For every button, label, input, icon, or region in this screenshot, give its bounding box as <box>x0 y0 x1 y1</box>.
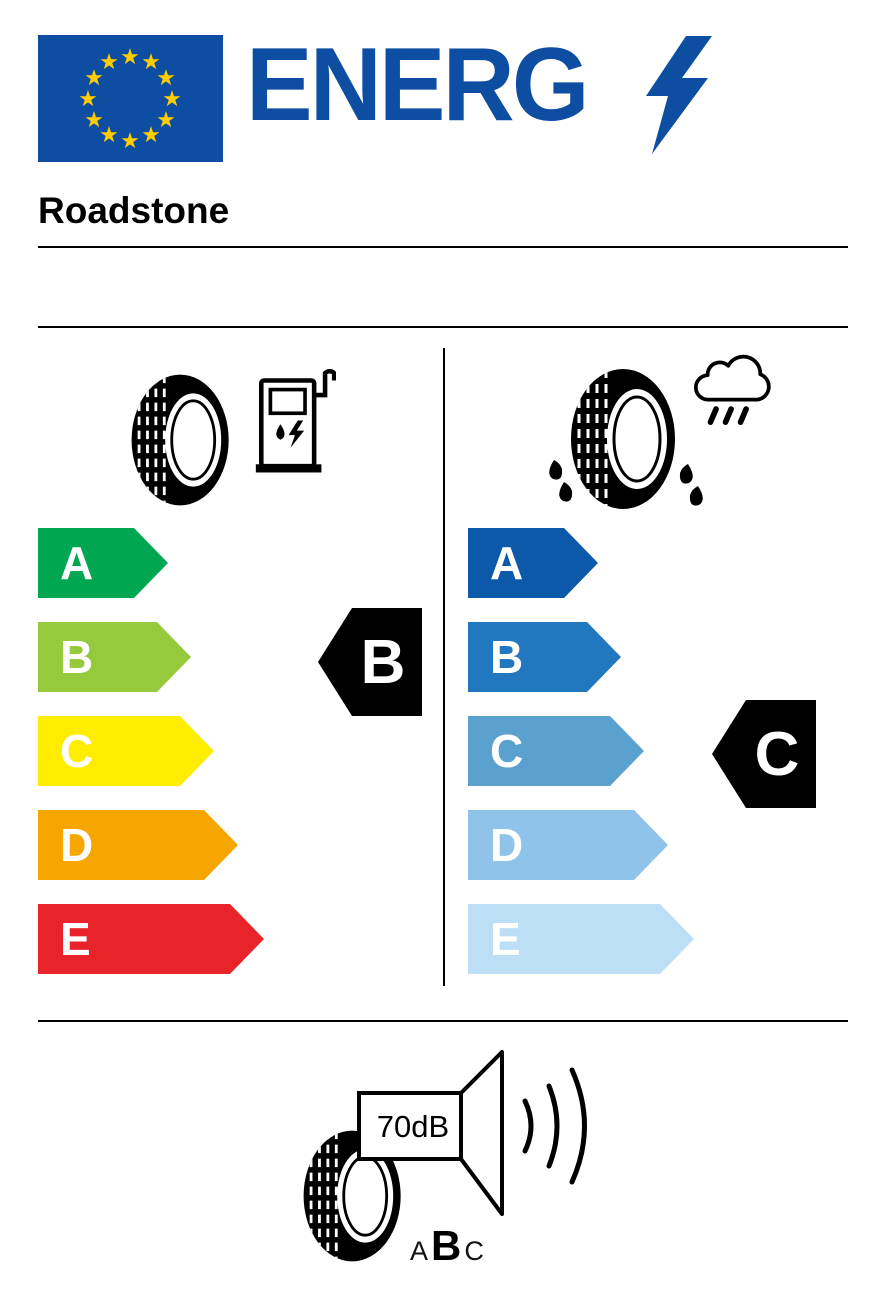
energ-logo: ENERG <box>246 27 590 143</box>
noise-tire-icon <box>303 1130 401 1262</box>
fuel-class-d: D <box>38 810 238 880</box>
fuel-class-a-label: A <box>60 537 94 589</box>
divider-bottom <box>38 1020 848 1022</box>
water-droplets <box>549 460 703 506</box>
svg-text:★: ★ <box>120 45 140 70</box>
wet-grip-scale: A B C D E <box>468 528 694 998</box>
noise-class-a: A <box>410 1236 429 1266</box>
rain-cloud-icon <box>693 354 771 426</box>
wet-class-d: D <box>468 810 668 880</box>
wet-class-d-label: D <box>490 819 524 871</box>
lightning-bolt-icon <box>646 36 712 154</box>
sound-waves-icon <box>522 1067 587 1185</box>
eu-flag-icon: ★ ★ ★ ★ ★ ★ ★ ★ ★ ★ ★ ★ <box>38 35 223 162</box>
svg-text:★: ★ <box>141 50 161 75</box>
divider-main <box>38 326 848 328</box>
divider-top <box>38 246 848 248</box>
noise-class-scale: A B C <box>410 1222 484 1270</box>
fuel-efficiency-rating-indicator: B <box>318 608 422 716</box>
wet-class-e-label: E <box>490 913 521 965</box>
svg-text:★: ★ <box>156 108 176 133</box>
noise-class-b-selected: B <box>431 1222 462 1269</box>
wet-class-b: B <box>468 622 621 692</box>
wet-class-a-label: A <box>490 537 524 589</box>
wet-class-c: C <box>468 716 644 786</box>
eu-flag-background <box>38 35 223 162</box>
fuel-class-b-label: B <box>60 631 94 683</box>
fuel-class-e-label: E <box>60 913 91 965</box>
wet-class-c-label: C <box>490 725 524 777</box>
svg-text:★: ★ <box>99 123 119 148</box>
eu-flag-stars: ★ ★ ★ ★ ★ ★ ★ ★ ★ ★ ★ ★ <box>78 45 182 154</box>
fuel-class-b: B <box>38 622 191 692</box>
svg-text:★: ★ <box>84 66 104 91</box>
wet-class-e: E <box>468 904 694 974</box>
svg-text:★: ★ <box>141 123 161 148</box>
svg-text:★: ★ <box>99 50 119 75</box>
wet-class-a: A <box>468 528 598 598</box>
svg-text:★: ★ <box>84 108 104 133</box>
svg-text:★: ★ <box>156 66 176 91</box>
column-divider <box>443 348 445 986</box>
noise-class-c: C <box>464 1236 484 1266</box>
brand-name: Roadstone <box>38 190 230 231</box>
svg-text:★: ★ <box>120 129 140 154</box>
fuel-class-a: A <box>38 528 168 598</box>
fuel-class-e: E <box>38 904 264 974</box>
wet-class-b-label: B <box>490 631 524 683</box>
rain-drops <box>707 406 749 426</box>
fuel-pump-icon <box>255 369 336 473</box>
fuel-efficiency-rating: B <box>360 627 406 697</box>
wet-grip-rating: C <box>754 719 800 789</box>
fuel-efficiency-scale: A B C D E <box>38 528 264 998</box>
noise-value: 70dB <box>376 1109 450 1144</box>
svg-text:★: ★ <box>78 87 98 112</box>
tire-icon <box>131 374 229 506</box>
wet-grip-rating-indicator: C <box>712 700 816 808</box>
fuel-class-c: C <box>38 716 214 786</box>
svg-text:★: ★ <box>162 87 182 112</box>
fuel-class-c-label: C <box>60 725 94 777</box>
fuel-class-d-label: D <box>60 819 94 871</box>
speaker-icon <box>357 1050 504 1216</box>
wet-tire-icon <box>549 369 703 509</box>
